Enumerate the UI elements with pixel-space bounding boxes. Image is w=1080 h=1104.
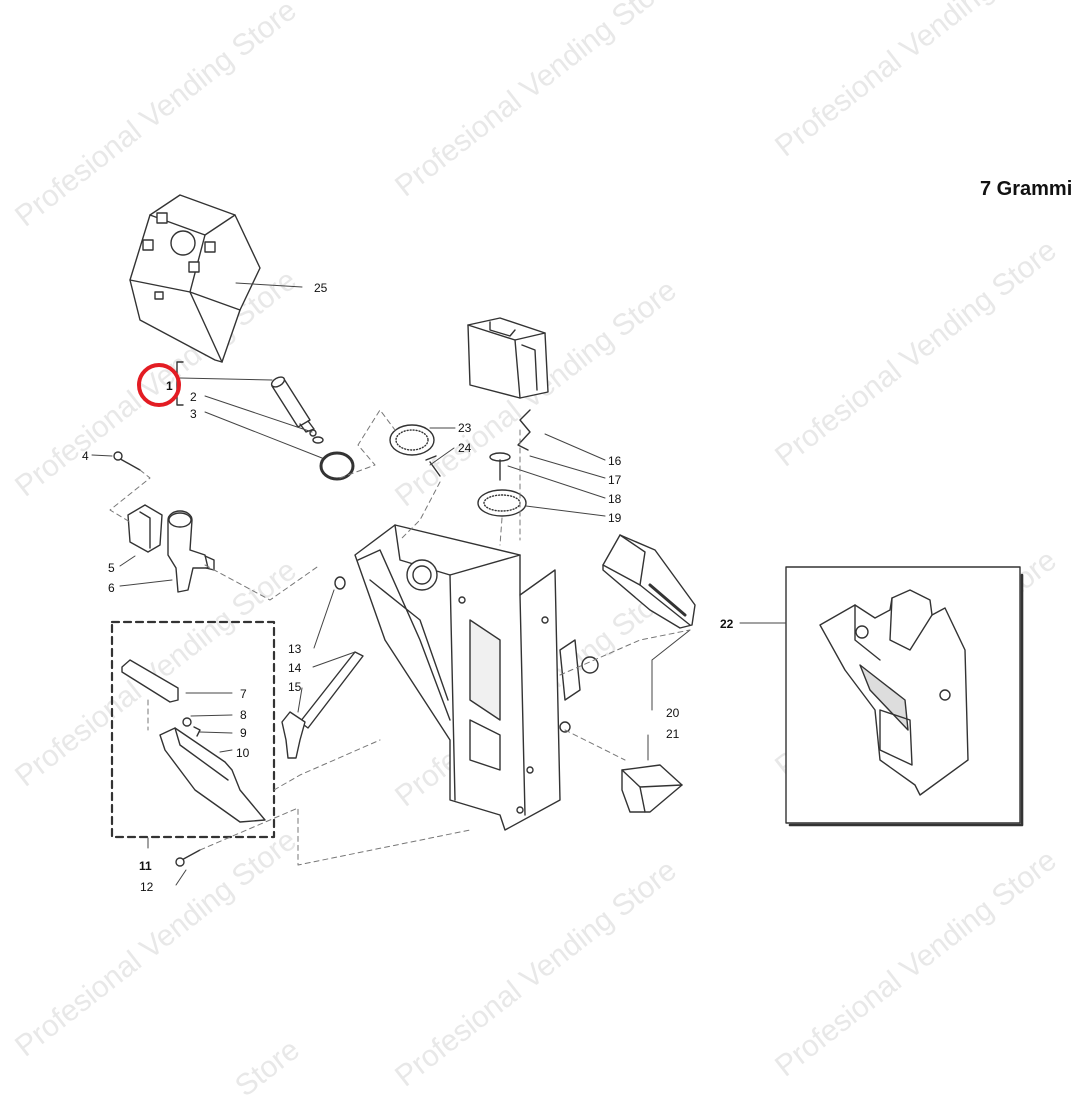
callout-17: 17 bbox=[608, 473, 622, 487]
part-16-funnel-box bbox=[467, 317, 549, 399]
part-14-tube bbox=[299, 651, 364, 729]
part-7-lever bbox=[121, 659, 179, 703]
callout-15: 15 bbox=[288, 680, 302, 694]
callout-12: 12 bbox=[140, 880, 154, 894]
callout-3: 3 bbox=[190, 407, 197, 421]
highlight-circle bbox=[137, 363, 181, 407]
part-3-oring bbox=[319, 451, 355, 481]
part-6-elbow bbox=[167, 510, 215, 593]
callout-9: 9 bbox=[240, 726, 247, 740]
exploded-parts-diagram: Profesional Vending Store Profesional Ve… bbox=[9, 0, 1073, 1103]
part-21-knob bbox=[621, 764, 683, 813]
diagram-title: 7 Grammi bbox=[980, 178, 1073, 200]
callout-10: 10 bbox=[236, 746, 250, 760]
part-22-assembly-panel bbox=[785, 566, 1024, 827]
callout-8: 8 bbox=[240, 708, 247, 722]
diagram-drawing: 25 1 2 3 4 5 6 23 24 16 17 18 19 7 8 9 1… bbox=[82, 194, 1024, 894]
part-19-filter-disc bbox=[477, 489, 527, 517]
callout-13: 13 bbox=[288, 642, 302, 656]
part-20-bracket-unit bbox=[602, 534, 696, 629]
callout-19: 19 bbox=[608, 511, 622, 525]
callout-16: 16 bbox=[608, 454, 622, 468]
part-12-screw bbox=[175, 849, 201, 867]
callout-20: 20 bbox=[666, 706, 680, 720]
part-18-screw bbox=[489, 452, 511, 481]
callout-18: 18 bbox=[608, 492, 622, 506]
callout-24: 24 bbox=[458, 441, 472, 455]
callout-2: 2 bbox=[190, 390, 197, 404]
callout-7: 7 bbox=[240, 687, 247, 701]
part-8-spring bbox=[182, 717, 192, 727]
callout-23: 23 bbox=[458, 421, 472, 435]
main-chassis bbox=[354, 524, 599, 831]
part-9-clip bbox=[193, 726, 201, 737]
callout-1: 1 bbox=[166, 379, 173, 393]
part-1-pin bbox=[270, 376, 317, 437]
part-13-oring bbox=[334, 576, 346, 590]
part-17-spring-clip bbox=[517, 409, 531, 451]
callout-22: 22 bbox=[720, 617, 734, 631]
part-5-funnel bbox=[127, 504, 163, 553]
part-11-group-box bbox=[110, 620, 276, 839]
part-23-filter-disc bbox=[389, 424, 435, 456]
callout-5: 5 bbox=[108, 561, 115, 575]
part-2-small-oring bbox=[312, 436, 324, 444]
callout-6: 6 bbox=[108, 581, 115, 595]
part-25-cover bbox=[129, 194, 261, 363]
callout-14: 14 bbox=[288, 661, 302, 675]
callout-11: 11 bbox=[139, 859, 152, 873]
callout-25: 25 bbox=[314, 281, 328, 295]
part-15-elbow bbox=[281, 711, 306, 759]
part-10-flap bbox=[159, 727, 266, 823]
part-4-screw bbox=[113, 451, 141, 471]
callout-21: 21 bbox=[666, 727, 680, 741]
callout-4: 4 bbox=[82, 449, 89, 463]
